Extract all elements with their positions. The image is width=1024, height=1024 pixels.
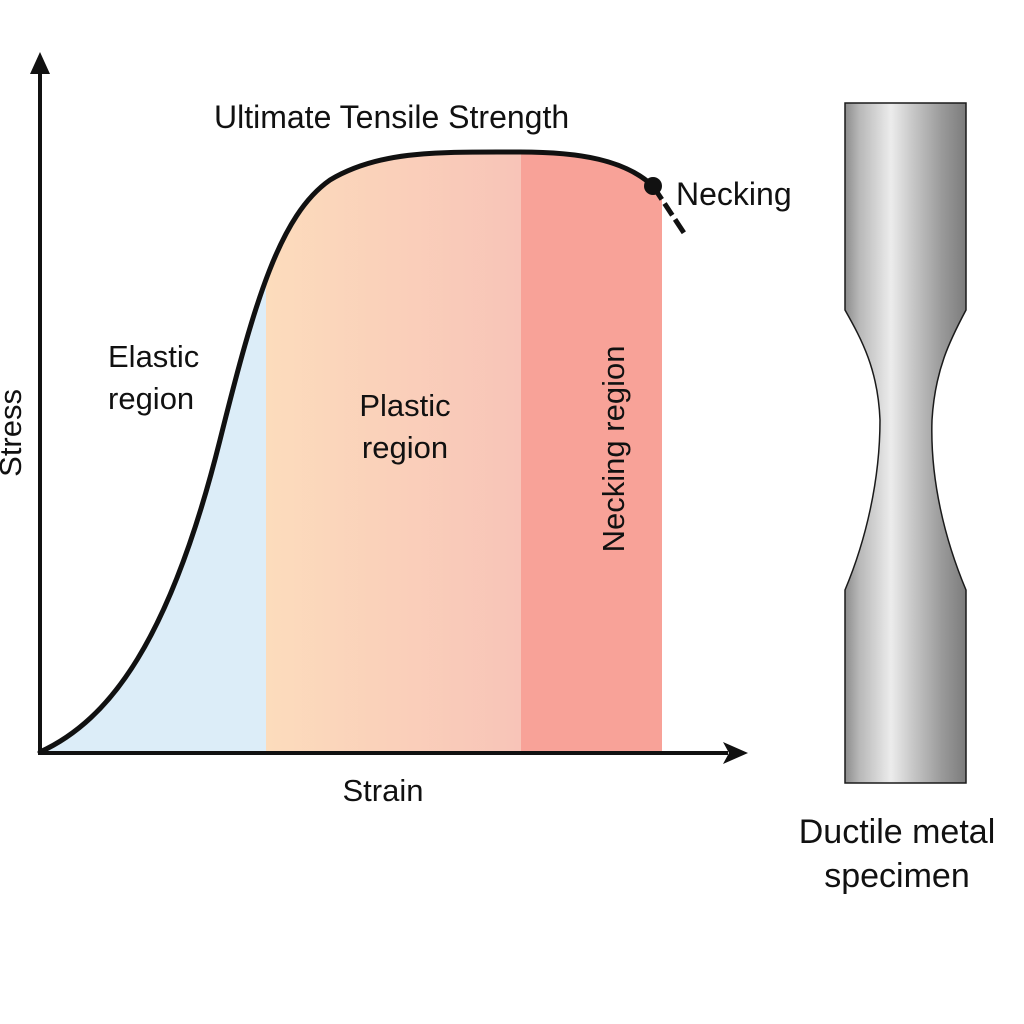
necking-region-label: Necking region xyxy=(596,345,632,553)
necking-annotation: Necking xyxy=(676,176,792,212)
x-axis-label: Strain xyxy=(342,773,424,808)
specimen-label-line1: Ductile metal xyxy=(798,813,996,851)
elastic-region-fill xyxy=(40,151,266,752)
necking-tail xyxy=(650,184,689,238)
chart-title: Ultimate Tensile Strength xyxy=(214,99,570,135)
plastic-region-label: Plastic region xyxy=(330,385,480,469)
x-axis-arrow-icon xyxy=(723,742,748,764)
elastic-label-line1: Elastic xyxy=(108,339,200,374)
necking-point-marker xyxy=(644,177,662,195)
y-axis-arrow-icon xyxy=(30,52,50,74)
plastic-region-fill xyxy=(266,151,521,752)
plastic-label-line2: region xyxy=(361,429,449,465)
specimen-label: Ductile metal specimen xyxy=(766,810,1024,898)
specimen-label-line2: specimen xyxy=(824,857,970,896)
stress-strain-curve xyxy=(37,149,656,755)
plastic-label-line1: Plastic xyxy=(359,388,451,423)
necking-region-fill xyxy=(521,151,662,752)
y-axis-label: Stress xyxy=(0,389,29,477)
specimen-shape xyxy=(844,102,967,784)
elastic-region-label: Elastic region xyxy=(108,336,199,420)
elastic-label-line2: region xyxy=(108,380,195,416)
